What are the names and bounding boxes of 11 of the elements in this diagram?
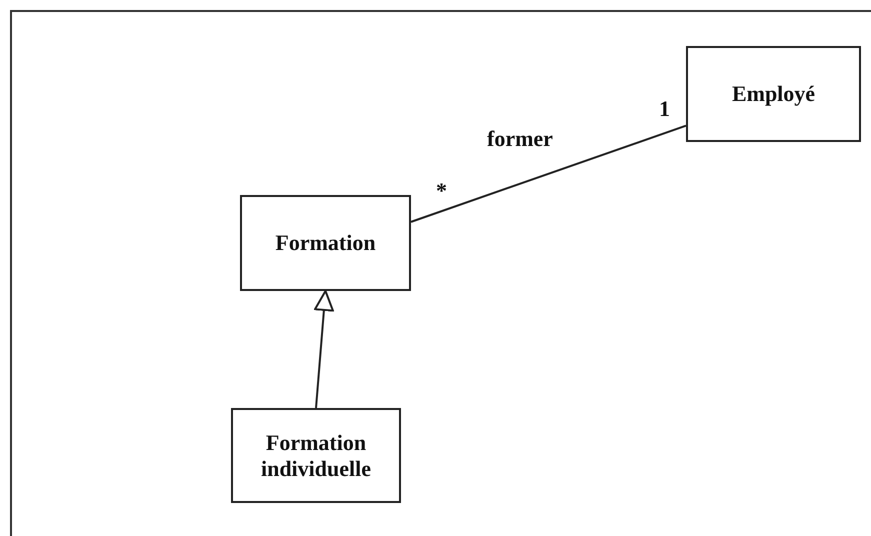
class-box [240, 195, 411, 291]
class-box [231, 408, 401, 503]
class-name: Employé [732, 81, 816, 107]
generalization-arrow [314, 290, 334, 408]
class-name: Formation [275, 230, 376, 256]
edge-label: former [487, 128, 553, 150]
association-line [410, 124, 686, 223]
class-name: Formation individuelle [260, 430, 372, 481]
multiplicity-label: * [436, 180, 447, 202]
class-box [686, 46, 861, 142]
multiplicity-label: 1 [659, 98, 670, 120]
